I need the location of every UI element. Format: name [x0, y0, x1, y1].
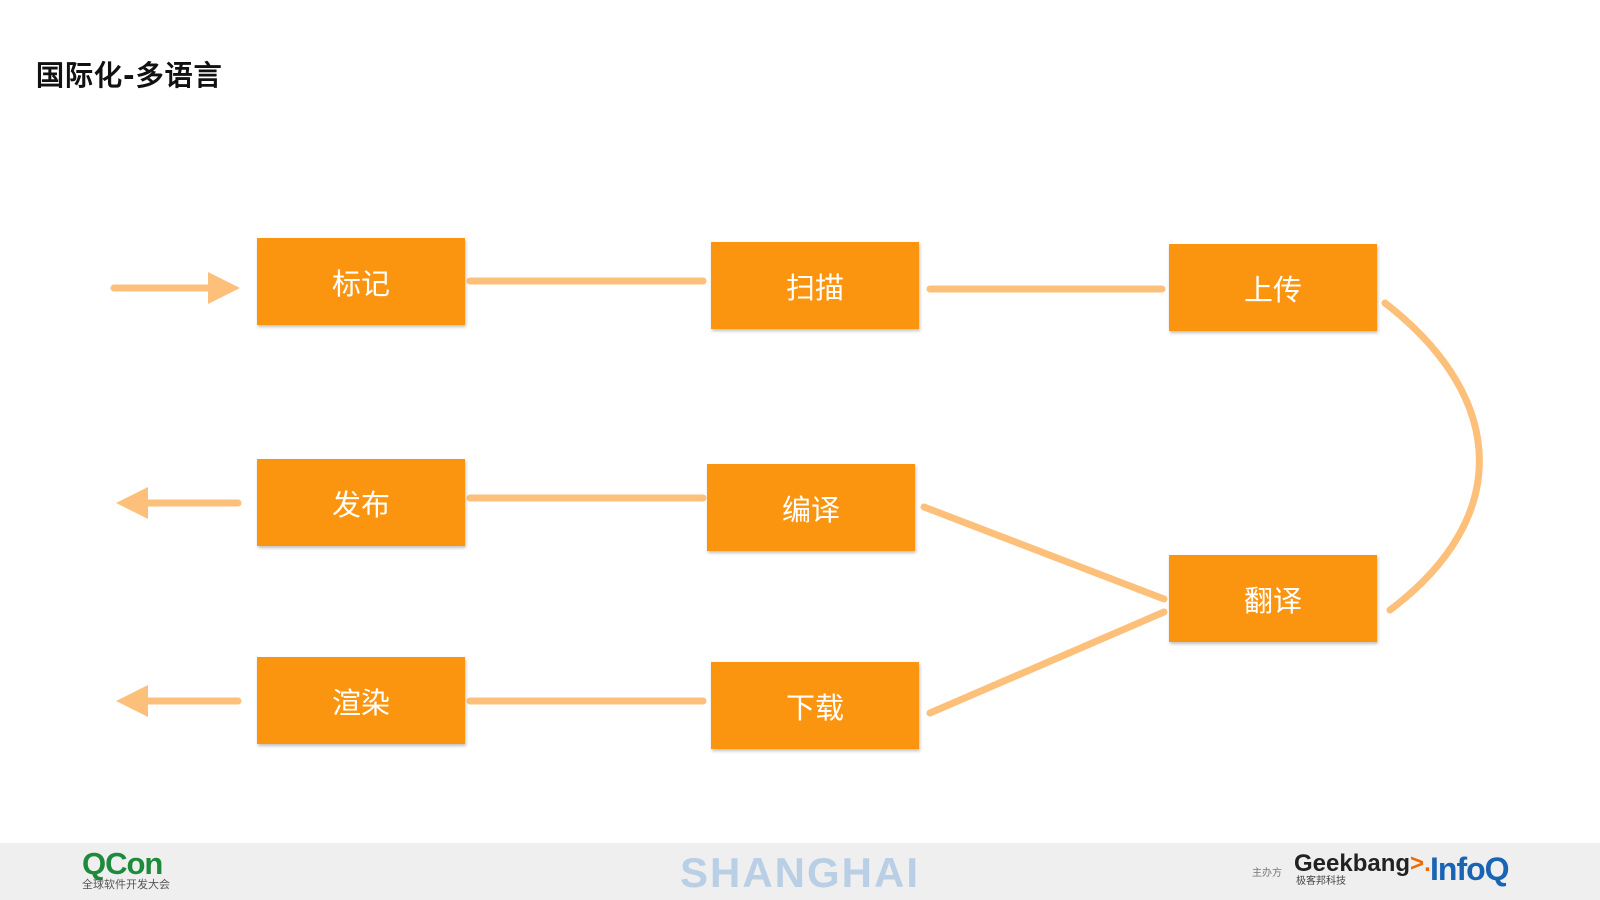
- flow-connectors: [110, 272, 1483, 717]
- node-download: 下载: [711, 662, 919, 749]
- qcon-logo: QCon 全球软件开发大会: [82, 846, 170, 891]
- edge-translate-download: [926, 608, 1168, 717]
- exit-arrow-render-head: [116, 685, 148, 717]
- node-publish: 发布: [257, 459, 465, 546]
- footer-bar: QCon 全球软件开发大会 SHANGHAI 主办方 Geekbang>. 极客…: [0, 843, 1600, 900]
- geekbang-subtitle: 极客邦科技: [1296, 876, 1346, 887]
- node-scan: 扫描: [711, 242, 919, 329]
- node-mark: 标记: [257, 238, 465, 325]
- qcon-subtitle: 全球软件开发大会: [82, 878, 170, 891]
- geekbang-logo: Geekbang>. 极客邦科技: [1294, 850, 1431, 888]
- entry-arrow-head: [208, 272, 240, 304]
- node-upload: 上传: [1169, 244, 1377, 331]
- edge-upload-translate: [1381, 299, 1483, 614]
- organizer-label: 主办方: [1252, 868, 1282, 879]
- exit-arrow-publish-head: [116, 487, 148, 519]
- city-label: SHANGHAI: [679, 849, 920, 896]
- node-translate: 翻译: [1169, 555, 1377, 642]
- qcon-wordmark: QCon: [82, 846, 163, 881]
- geekbang-mark: >.: [1410, 850, 1431, 877]
- slide-title: 国际化-多语言: [36, 59, 223, 92]
- node-render: 渲染: [257, 657, 465, 744]
- edge-translate-compile: [920, 503, 1168, 603]
- infoq-logo: InfoQ: [1430, 851, 1510, 887]
- node-compile: 编译: [707, 464, 915, 551]
- geekbang-wordmark: Geekbang: [1294, 850, 1411, 877]
